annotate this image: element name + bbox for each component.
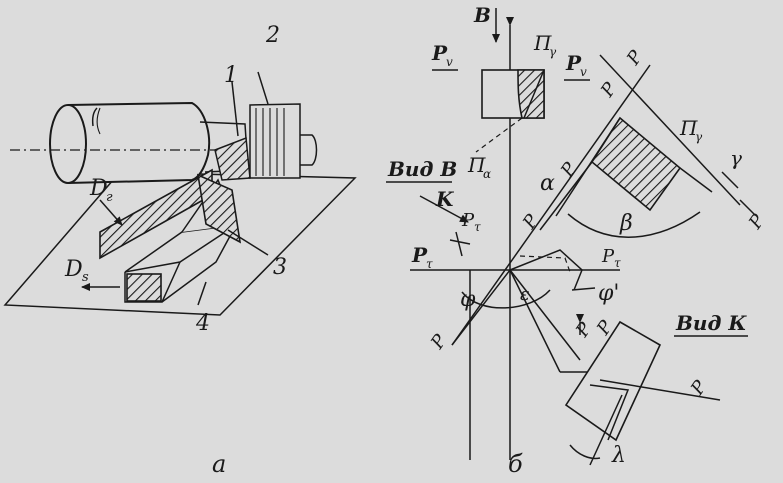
svg-text:ε: ε <box>520 284 530 305</box>
callout-1: 1 <box>224 63 238 88</box>
machined-surface-2 <box>249 71 318 179</box>
auxiliary-plane-3 <box>196 173 242 244</box>
svg-text:β: β <box>619 211 633 236</box>
view-b-title: Вид В <box>387 157 457 181</box>
svg-text:P: P <box>571 318 596 342</box>
caption-b: б <box>508 450 523 478</box>
svg-text:P: P <box>601 246 615 267</box>
view-k-section <box>564 320 721 466</box>
svg-text:P: P <box>596 78 621 102</box>
top-section: P v П γ P v П α <box>431 31 590 181</box>
svg-text:λ: λ <box>611 443 626 468</box>
label-ds-sub: s <box>82 270 89 285</box>
caption-a: а <box>212 450 226 478</box>
svg-text:P: P <box>518 210 543 234</box>
svg-text:P: P <box>565 51 582 75</box>
label-k: K <box>435 187 455 211</box>
svg-text:P: P <box>411 243 428 267</box>
svg-text:P: P <box>426 330 451 354</box>
svg-text:v: v <box>580 65 587 79</box>
svg-text:τ: τ <box>426 257 433 271</box>
svg-text:P: P <box>744 210 769 234</box>
lathe-turning-figure: 2 1 3 4 D г D s а <box>3 23 357 478</box>
svg-text:φ: φ <box>460 287 476 312</box>
label-dg-sub: г <box>106 190 113 205</box>
svg-text:α: α <box>540 171 555 196</box>
svg-text:φ': φ' <box>598 281 619 306</box>
tool-angles-figure: B P v П γ P v П α <box>386 3 770 478</box>
callout-3: 3 <box>273 255 287 280</box>
normal-section <box>539 116 756 238</box>
svg-text:P: P <box>461 210 475 231</box>
label-ds: D <box>64 257 83 282</box>
svg-text:γ: γ <box>549 45 557 59</box>
workpiece <box>10 101 290 184</box>
tool-plan-view <box>410 231 620 460</box>
svg-text:τ: τ <box>474 220 481 234</box>
callout-2: 2 <box>265 23 280 48</box>
cutting-surface-1 <box>214 81 251 181</box>
view-k-title: Вид К <box>675 311 747 335</box>
svg-text:P: P <box>686 376 711 400</box>
svg-text:П: П <box>533 31 552 55</box>
svg-text:P: P <box>431 41 448 65</box>
svg-text:τ: τ <box>614 256 621 270</box>
callout-4: 4 <box>195 311 210 336</box>
svg-text:P: P <box>556 158 581 182</box>
svg-text:α: α <box>483 167 491 181</box>
svg-text:П: П <box>467 153 486 177</box>
svg-text:П: П <box>679 116 698 140</box>
svg-text:γ: γ <box>695 130 703 144</box>
svg-text:γ: γ <box>730 146 742 170</box>
label-b: B <box>473 3 491 27</box>
label-dg: D <box>89 176 108 201</box>
svg-text:v: v <box>446 55 453 69</box>
svg-text:P: P <box>622 46 647 70</box>
